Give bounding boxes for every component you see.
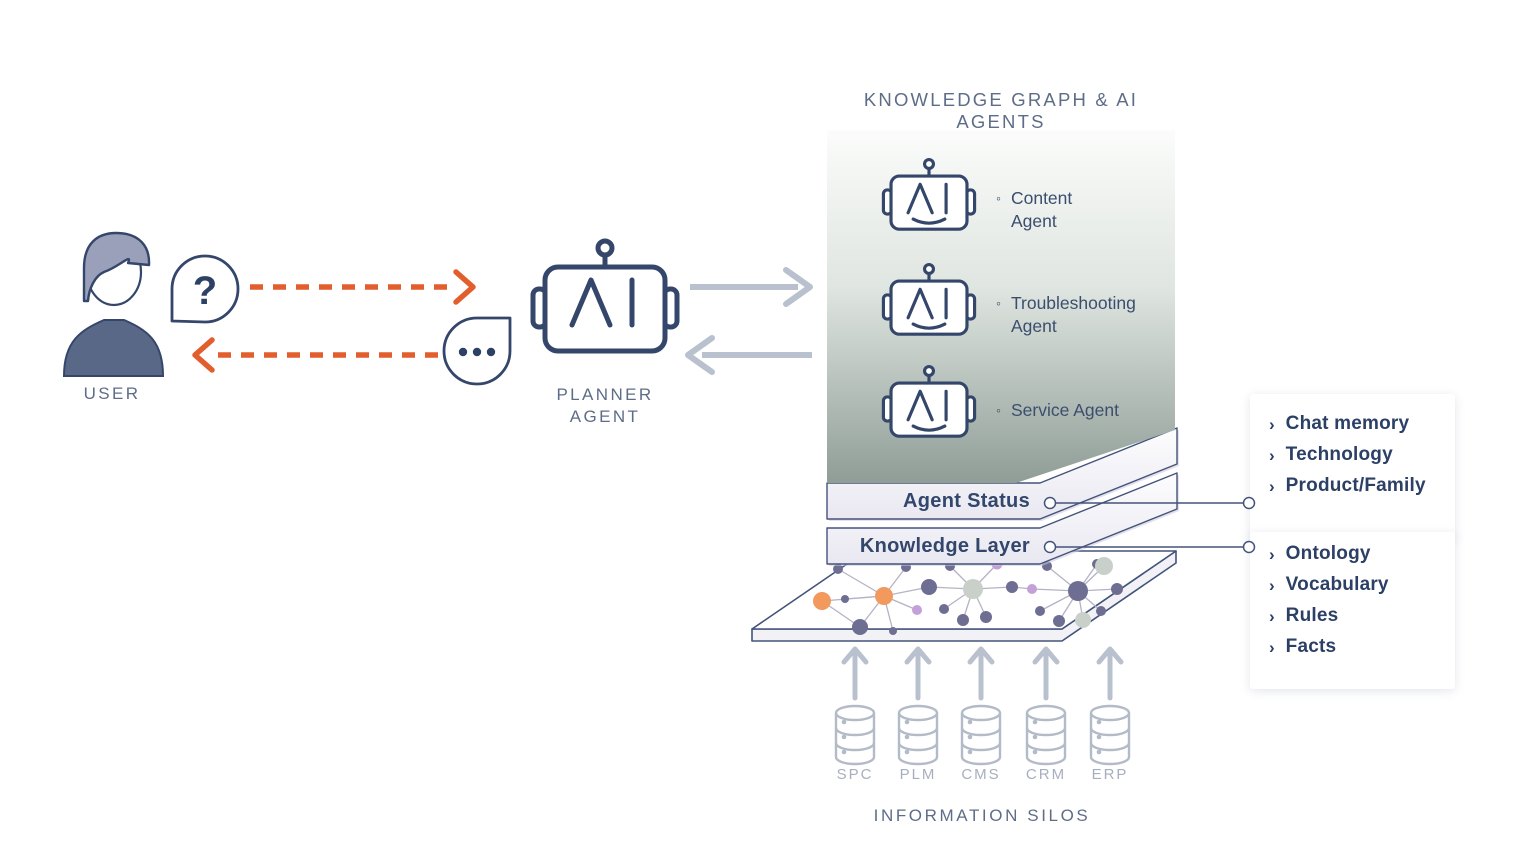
troubleshooting-agent-label: ◦ Troubleshooting Agent <box>996 292 1136 338</box>
typing-dots-icon <box>458 347 496 357</box>
question-mark: ? <box>193 269 217 313</box>
card-item-label: Facts <box>1285 636 1337 657</box>
silo-label-erp: ERP <box>1091 766 1129 783</box>
planner-agent-label: PLANNER AGENT <box>543 384 667 428</box>
agent-status-label: Agent Status <box>903 490 1030 512</box>
information-silos-caption: INFORMATION SILOS <box>873 806 1091 825</box>
response-arrow <box>192 337 438 373</box>
typing-bubble <box>442 316 512 386</box>
agent-label-text: Troubleshooting Agent <box>1010 293 1136 336</box>
knowledge-layer-slab <box>826 472 1179 566</box>
agent-label-text: Content Agent <box>1010 188 1073 231</box>
planner-to-panel-arrow <box>690 267 813 307</box>
list-item: › Technology <box>1250 444 1455 475</box>
list-item: › Ontology <box>1250 543 1455 574</box>
knowledge-graph-slab <box>751 550 1177 642</box>
card-item-label: Product/Family <box>1285 475 1426 496</box>
question-bubble: ? <box>170 254 240 324</box>
planner-label-line1: PLANNER <box>556 385 654 404</box>
list-item: › Rules <box>1250 605 1455 636</box>
panel-to-planner-arrow <box>685 335 812 375</box>
silo-label-spc: SPC <box>836 766 874 783</box>
circle-bullet-icon: ◦ <box>996 402 1001 418</box>
card-item-label: Chat memory <box>1285 413 1410 434</box>
agent-status-card: › Chat memory › Technology › Product/Fam… <box>1250 394 1455 540</box>
chevron-bullet-icon: › <box>1269 638 1275 657</box>
list-item: › Product/Family <box>1250 475 1455 506</box>
knowledge-layer-label: Knowledge Layer <box>859 535 1030 557</box>
card-item-label: Rules <box>1285 605 1339 626</box>
request-arrow <box>250 269 476 305</box>
list-item: › Vocabulary <box>1250 574 1455 605</box>
agent-label-text: Service Agent <box>1010 400 1119 420</box>
knowledge-layer-card: › Ontology › Vocabulary › Rules › Facts <box>1250 532 1455 689</box>
list-item: › Chat memory <box>1250 413 1455 444</box>
user-avatar-icon <box>62 231 165 377</box>
card-item-label: Ontology <box>1285 543 1371 564</box>
chevron-bullet-icon: › <box>1269 576 1275 595</box>
silo-label-crm: CRM <box>1025 766 1067 783</box>
circle-bullet-icon: ◦ <box>996 190 1001 206</box>
list-item: › Facts <box>1250 636 1455 667</box>
card-item-label: Technology <box>1285 444 1393 465</box>
chevron-bullet-icon: › <box>1269 415 1275 434</box>
silo-label-cms: CMS <box>961 766 1001 783</box>
planner-label-line2: AGENT <box>569 407 641 426</box>
chevron-bullet-icon: › <box>1269 607 1275 626</box>
panel-title: KNOWLEDGE GRAPH & AI AGENTS <box>863 89 1139 132</box>
content-agent-label: ◦ Content Agent <box>996 187 1072 233</box>
circle-bullet-icon: ◦ <box>996 295 1001 311</box>
graph-network <box>813 557 1123 635</box>
chevron-bullet-icon: › <box>1269 545 1275 564</box>
silo-label-plm: PLM <box>899 766 937 783</box>
user-label: USER <box>83 384 141 403</box>
service-agent-label: ◦ Service Agent <box>996 399 1119 422</box>
agent-status-slab <box>826 427 1179 521</box>
chevron-bullet-icon: › <box>1269 477 1275 496</box>
card-item-label: Vocabulary <box>1285 574 1389 595</box>
chevron-bullet-icon: › <box>1269 446 1275 465</box>
